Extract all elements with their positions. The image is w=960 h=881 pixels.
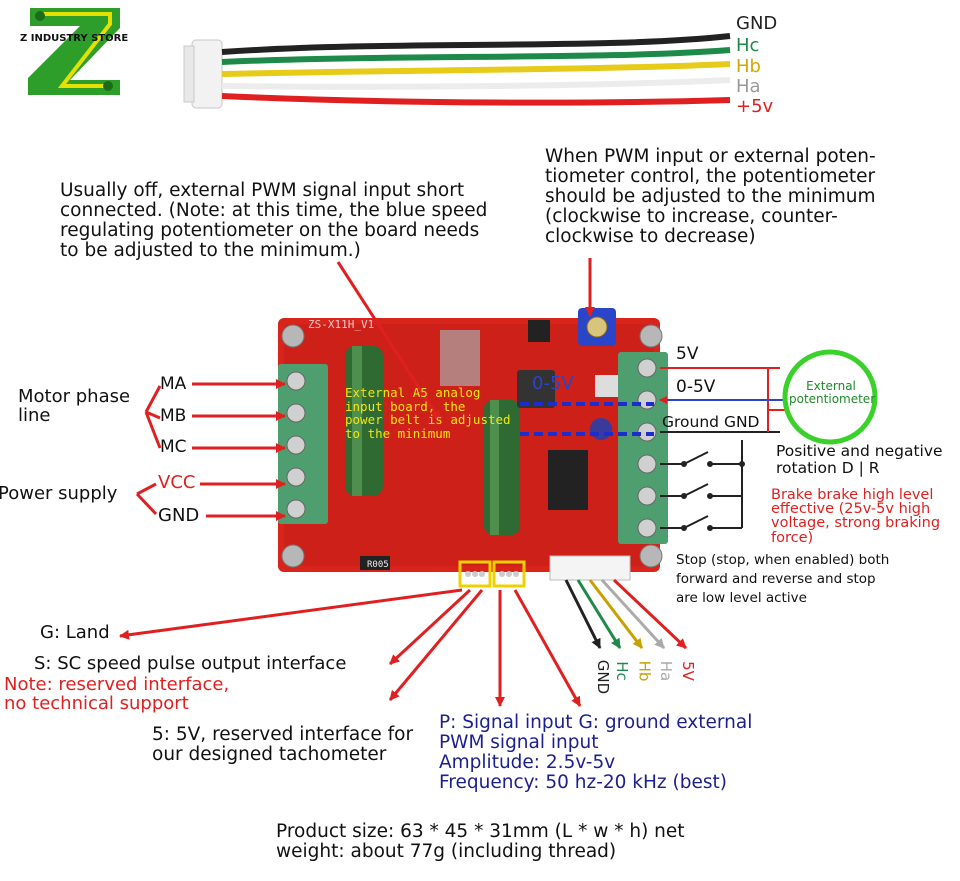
- cable-label-hc: Hc: [736, 35, 760, 56]
- blue-dashed-arrows: [520, 402, 654, 436]
- bottom-cable: [564, 578, 688, 650]
- cable-label-gnd: GND: [736, 13, 778, 34]
- bottom-label-5v: 5V: [678, 661, 697, 681]
- note-s-output: S: SC speed pulse output interface: [34, 653, 347, 674]
- cable-label-hb: Hb: [736, 56, 761, 77]
- terminal-mc: MC: [160, 437, 187, 457]
- note-potentiometer-adjust: When PWM input or external poten- tiomet…: [545, 146, 876, 247]
- note-product-size: Product size: 63 * 45 * 31mm (L * w * h)…: [276, 821, 685, 862]
- bottom-label-hb: Hb: [635, 660, 654, 682]
- note-direction: Positive and negative rotation D | R: [776, 442, 943, 477]
- right-wiring: [659, 367, 786, 531]
- cable-label-5v: +5v: [736, 96, 774, 117]
- terminal-ma: MA: [160, 374, 187, 394]
- terminal-mb: MB: [160, 406, 187, 426]
- terminal-gnd: GND: [158, 505, 200, 526]
- annotation-arrows: [119, 258, 595, 707]
- brand-logo: [28, 8, 120, 95]
- terminal-0-5v: 0-5V: [676, 377, 716, 397]
- note-pwm-short: Usually off, external PWM signal input s…: [60, 180, 488, 261]
- controller-board: [278, 308, 668, 588]
- note-g-land: G: Land: [40, 622, 110, 643]
- note-stop: Stop (stop, when enabled) both forward a…: [676, 552, 890, 606]
- note-5v-tachometer: 5: 5V, reserved interface for our design…: [152, 724, 414, 765]
- bottom-cable-labels: GND Hc Hb Ha 5V: [590, 652, 700, 702]
- top-cable: [183, 33, 731, 109]
- bottom-label-hc: Hc: [612, 661, 631, 681]
- terminal-vcc: VCC: [158, 472, 196, 493]
- board-model: ZS-X11H_V1: [308, 318, 375, 331]
- brand-logo-text: Z INDUSTRY STORE: [20, 33, 129, 44]
- terminal-ground-gnd: Ground GND: [662, 413, 760, 431]
- terminal-5v: 5V: [676, 344, 699, 364]
- note-external-analog: External A5 analog input board, the powe…: [345, 385, 511, 441]
- note-reserved: Note: reserved interface, no technical s…: [4, 674, 230, 715]
- label-motor-phase: Motor phase line: [18, 386, 131, 427]
- note-pwm-input: P: Signal input G: ground external PWM s…: [439, 712, 753, 793]
- bottom-label-gnd: GND: [594, 659, 613, 695]
- cable-label-ha: Ha: [736, 76, 761, 97]
- external-potentiometer-ring: [782, 349, 878, 445]
- bottom-label-ha: Ha: [657, 660, 676, 682]
- label-power-supply: Power supply: [0, 483, 118, 504]
- external-potentiometer-label: External potentiometer: [789, 379, 876, 406]
- board-0-5v-label: 0-5V: [532, 373, 574, 394]
- note-brake: Brake brake high level effective (25v-5v…: [771, 487, 941, 546]
- board-resistor: R005: [367, 560, 389, 570]
